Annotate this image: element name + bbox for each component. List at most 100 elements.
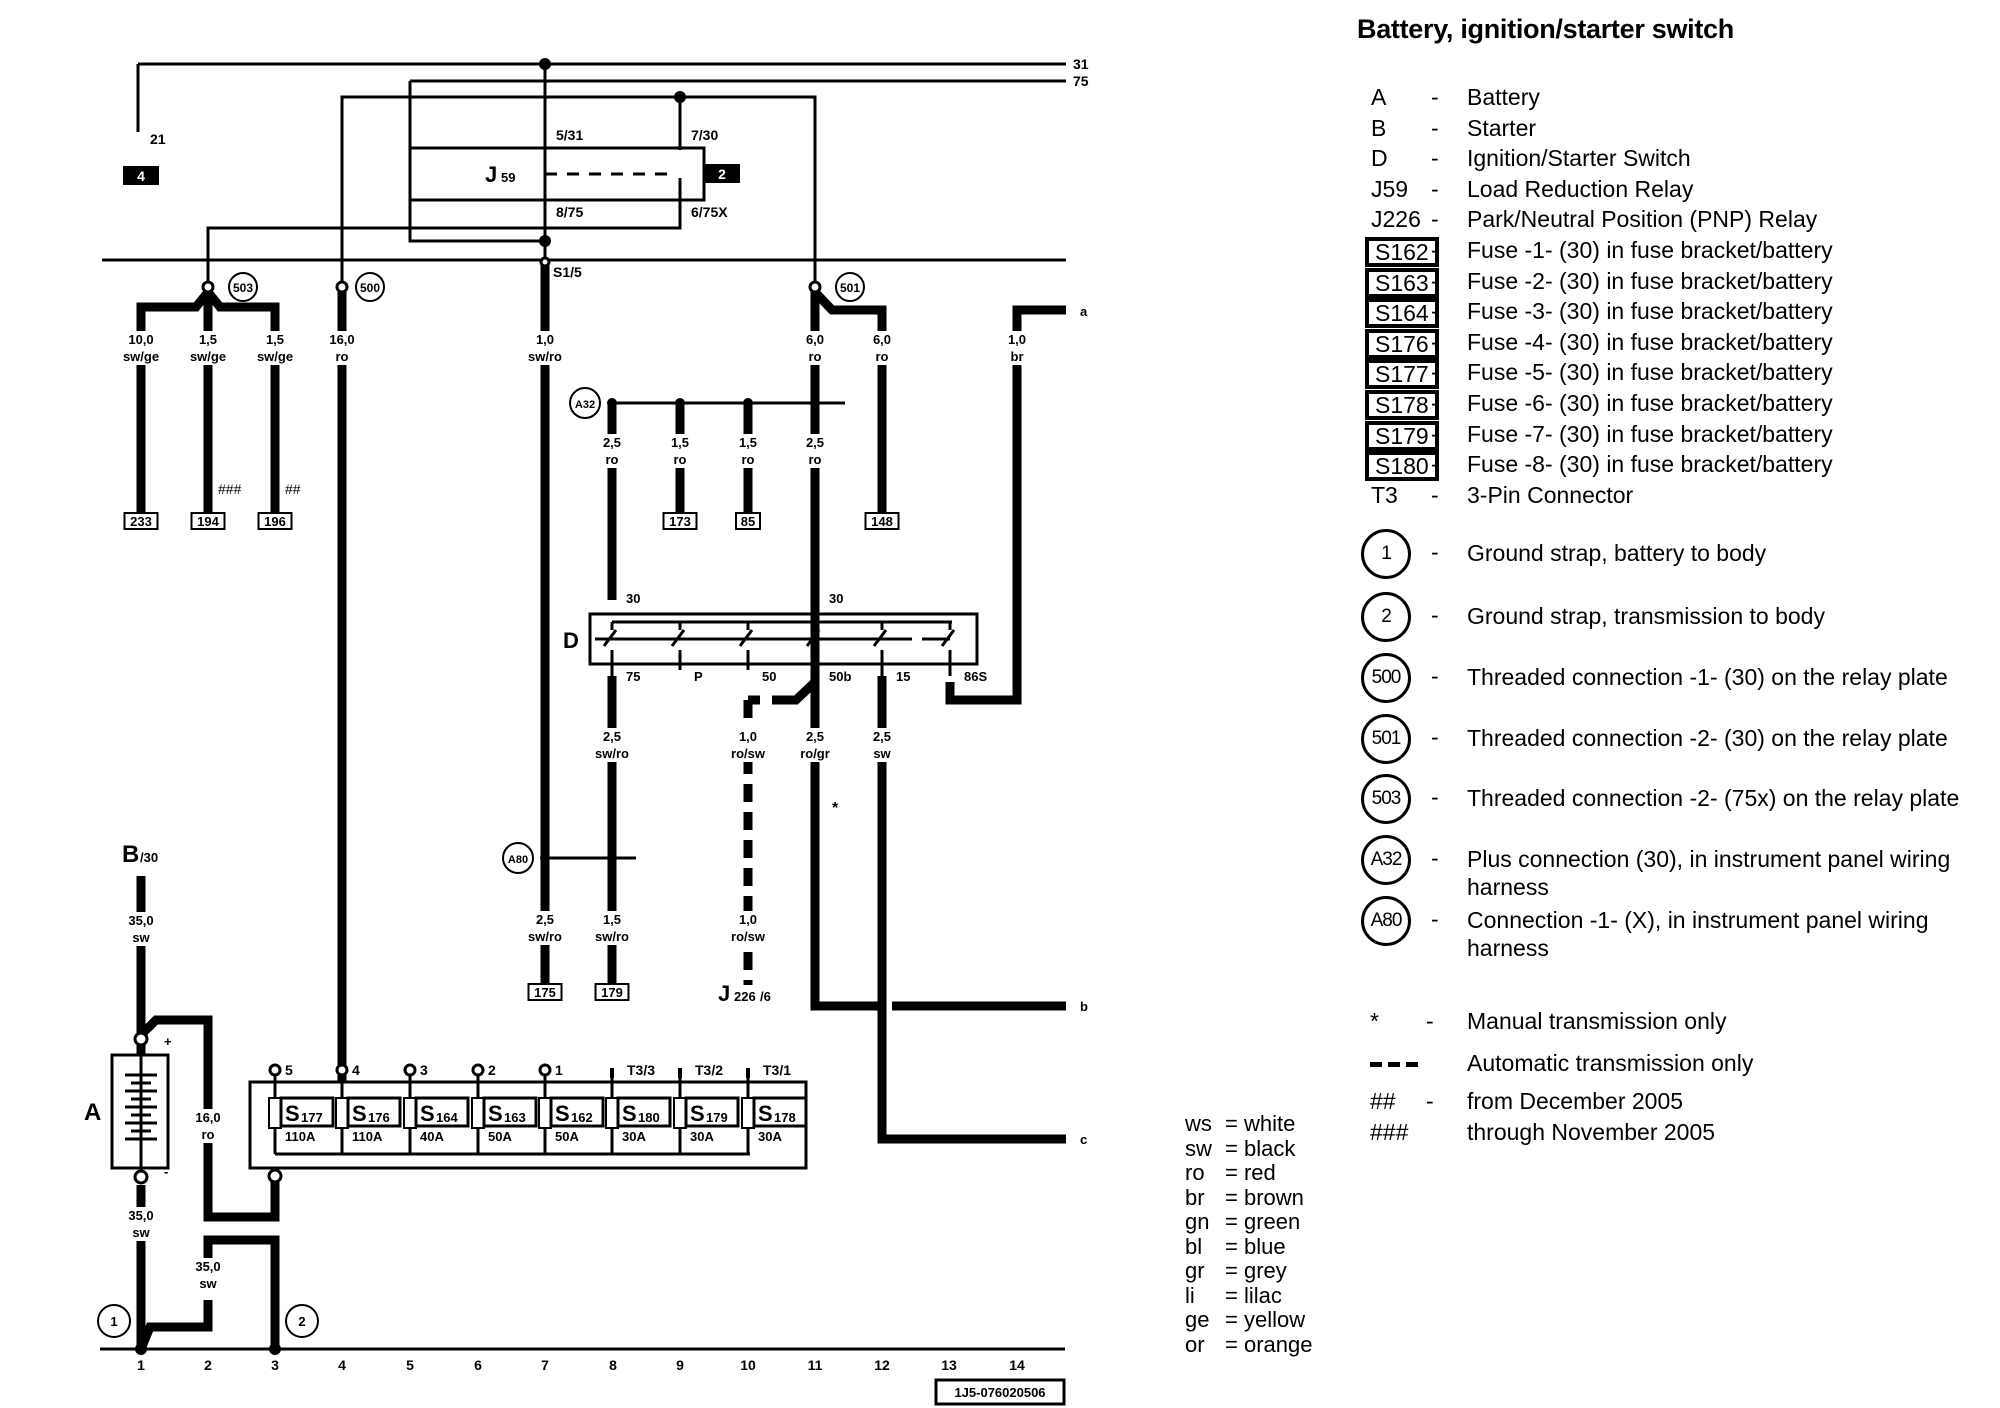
battery-minus-label: - xyxy=(164,1164,168,1179)
legend-dash: - xyxy=(1431,602,1439,628)
legend-dash: - xyxy=(1431,420,1439,447)
fuse-terminal-T3/3 xyxy=(610,1068,614,1078)
ruler-tick-12: 12 xyxy=(874,1357,890,1373)
wire-note-1: ### xyxy=(218,481,242,497)
wire-top-1-color: sw/ge xyxy=(190,349,226,364)
relay-pin-5-31: 5/31 xyxy=(556,127,583,143)
conn-a32-badge-label: A32 xyxy=(575,399,595,411)
ref-b-label: b xyxy=(1080,999,1088,1014)
note-symbol: * xyxy=(1370,1008,1379,1034)
conn-503-badge xyxy=(228,272,258,302)
wire-top-5-size: 6,0 xyxy=(806,332,824,347)
dest-box-179 xyxy=(594,983,630,1001)
connection-desc: Threaded connection -1- (30) on the rela… xyxy=(1467,664,1948,690)
junction-dot xyxy=(607,398,617,408)
fuse-terminal-label-1: 1 xyxy=(555,1062,563,1078)
relay-pin-6-75x: 6/75X xyxy=(691,204,728,220)
color-name: = lilac xyxy=(1225,1282,1282,1308)
ruler-tick-3: 3 xyxy=(271,1357,279,1373)
color-name: = white xyxy=(1225,1111,1296,1136)
conn-500-badge-label: 500 xyxy=(360,281,380,295)
fuse-rating-178: 30A xyxy=(758,1129,782,1144)
dest-box-179-label: 179 xyxy=(601,985,623,1000)
wire-battery-fuse-gap xyxy=(184,1109,232,1143)
connection-badge: 2 xyxy=(1361,592,1411,642)
fuse-terminal-5 xyxy=(268,1063,282,1077)
legend-dash: - xyxy=(1431,237,1439,263)
battery-cells-icon xyxy=(125,1073,157,1141)
ref-21-label: 21 xyxy=(150,131,166,147)
junction-dot xyxy=(539,235,551,247)
switch-pin-P: P xyxy=(694,669,703,684)
wire-a32-1-size: 1,5 xyxy=(671,435,689,450)
wire-75-to-s15 xyxy=(408,81,545,243)
wire-top-7-gap xyxy=(993,331,1041,365)
junction-dot xyxy=(675,398,685,408)
legend-code: S162 xyxy=(1365,237,1439,267)
wire-top-6-gap xyxy=(858,331,906,365)
switch-contact-2 xyxy=(738,622,754,670)
junction-dot xyxy=(539,58,551,70)
wire-a32-0-size: 2,5 xyxy=(603,435,621,450)
wire-86s-a xyxy=(945,305,1066,705)
wire-top-7-size: 1,0 xyxy=(1008,332,1026,347)
wire-j226-dash-link xyxy=(772,678,819,705)
switch-pin-30b: 30 xyxy=(829,591,843,606)
wire-starter-gap xyxy=(117,912,165,946)
color-name: = grey xyxy=(1225,1258,1287,1283)
wire-switch-2-size: 2,5 xyxy=(806,729,824,744)
legend-desc: Fuse -2- (30) in fuse bracket/battery xyxy=(1467,267,1833,294)
conn-501-badge xyxy=(835,272,865,302)
junction-dot xyxy=(607,853,617,863)
legend-desc: Fuse -8- (30) in fuse bracket/battery xyxy=(1467,451,1833,478)
wire-switch-3-color: sw xyxy=(873,746,891,761)
wire-a32-3-color: ro xyxy=(809,452,822,467)
switch-contact-3 xyxy=(805,622,821,676)
note-desc: Manual transmission only xyxy=(1467,1008,1727,1034)
legend-dash: - xyxy=(1431,114,1439,141)
battery-plus-label: + xyxy=(164,1034,172,1049)
color-code: ro xyxy=(1185,1160,1205,1185)
ignition-switch-box xyxy=(588,612,979,666)
dest-box-175-label: 175 xyxy=(534,985,556,1000)
doc-number: 1J5-076020506 xyxy=(954,1385,1045,1400)
wire-top-3-gap xyxy=(318,331,366,365)
wire-a80-0-color: sw/ro xyxy=(528,929,562,944)
wire-color-ge: ge= yellow xyxy=(1185,1307,1312,1333)
legend-desc: Fuse -4- (30) in fuse bracket/battery xyxy=(1467,328,1833,355)
wire-30-loop xyxy=(340,95,817,285)
ruler-tick-5: 5 xyxy=(406,1357,414,1373)
dest-box-85 xyxy=(735,512,761,530)
wire-color-or: or= orange xyxy=(1185,1331,1312,1358)
fuse-element-163 xyxy=(471,1097,485,1129)
wire-top-0-gap xyxy=(117,331,165,365)
color-code: or xyxy=(1185,1331,1205,1357)
fuse-name-178: S xyxy=(758,1101,773,1126)
legend-code: D xyxy=(1371,145,1388,172)
connection-badge: 500 xyxy=(1361,653,1411,703)
connection-desc: Ground strap, battery to body xyxy=(1467,540,1767,566)
wire-ground-1-gap xyxy=(184,1258,232,1292)
legend-dash: - xyxy=(1431,175,1439,202)
note-symbol: ### xyxy=(1370,1119,1409,1145)
legend-dash: - xyxy=(1431,451,1439,478)
wire-switch-1-gap xyxy=(724,728,772,762)
terminal-fuse-ground xyxy=(267,1168,283,1184)
legend-code: S176 xyxy=(1365,328,1439,359)
thin-wires xyxy=(100,62,1066,1406)
legend-panel: Battery, ignition/starter switch A-Batte… xyxy=(1357,14,1997,961)
fuse-label-box-177 xyxy=(279,1096,335,1128)
fuse-element-164 xyxy=(403,1097,417,1129)
terminal-s15 xyxy=(539,256,551,268)
j226-name: J xyxy=(718,981,730,1006)
starter-pin: /30 xyxy=(140,850,158,865)
fuse-rating-177: 110A xyxy=(285,1129,316,1144)
terminal-503 xyxy=(201,280,215,294)
fuse-terminal-2 xyxy=(471,1063,485,1077)
ground-1-badge xyxy=(97,1304,131,1338)
fuse-element-178 xyxy=(741,1097,755,1129)
fuse-name-176: S xyxy=(352,1101,367,1126)
fuse-num-162: 162 xyxy=(571,1110,593,1125)
color-name: = blue xyxy=(1225,1233,1286,1259)
